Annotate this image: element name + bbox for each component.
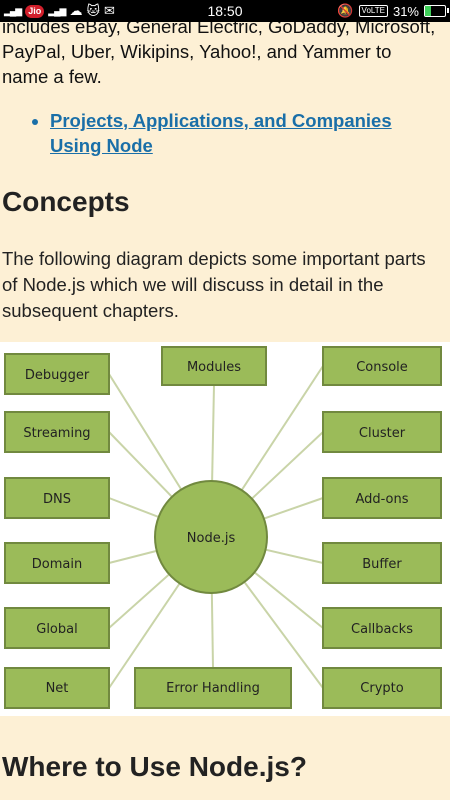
node-callbacks: Callbacks <box>322 607 442 649</box>
notification-icon: ☁ <box>69 3 83 18</box>
node-addons-label: Add-ons <box>355 492 408 507</box>
node-net: Net <box>4 667 110 709</box>
node-modules: Modules <box>161 346 267 386</box>
center-node <box>154 480 268 594</box>
battery-icon <box>424 5 449 17</box>
node-buffer-label: Buffer <box>362 557 402 572</box>
center-node-label: Node.js <box>187 531 236 546</box>
mute-icon: 🔕 <box>337 3 354 18</box>
node-crypto-label: Crypto <box>360 681 403 696</box>
node-console: Console <box>322 346 442 386</box>
node-error-handling-label: Error Handling <box>166 681 260 696</box>
status-left: ▂▄▆ Jio ▂▄▆ ☁ 🐱 ✉ <box>0 3 115 19</box>
battery-percent: 31% <box>392 3 419 19</box>
node-debugger-label: Debugger <box>25 368 90 383</box>
carrier-badge: Jio <box>25 4 45 18</box>
projects-link[interactable]: Projects, Applications, and Companies Us… <box>50 110 392 156</box>
mail-icon: ✉ <box>104 3 115 18</box>
node-console-label: Console <box>356 360 408 375</box>
diagram-svg: Node.js Debugger Modules Console Streami… <box>4 346 442 709</box>
node-domain: Domain <box>4 542 110 584</box>
node-debugger: Debugger <box>4 353 110 395</box>
node-net-label: Net <box>46 681 69 696</box>
battery-fill <box>425 6 432 16</box>
status-bar: ▂▄▆ Jio ▂▄▆ ☁ 🐱 ✉ 18:50 🔕 VoLTE 31% <box>0 0 450 22</box>
volte-badge: VoLTE <box>358 5 388 17</box>
node-modules-label: Modules <box>187 360 241 375</box>
concepts-paragraph: The following diagram depicts some impor… <box>2 248 426 321</box>
list-item: Projects, Applications, and Companies Us… <box>50 108 440 158</box>
node-domain-label: Domain <box>32 557 82 572</box>
node-cluster-label: Cluster <box>359 426 406 441</box>
where-heading: Where to Use Node.js? <box>2 751 307 782</box>
link-list: Projects, Applications, and Companies Us… <box>28 108 440 158</box>
signal-icon-2: ▂▄▆ <box>48 5 66 16</box>
node-global-label: Global <box>36 622 77 637</box>
signal-icon: ▂▄▆ <box>4 5 22 16</box>
nodejs-diagram: Node.js Debugger Modules Console Streami… <box>0 342 450 716</box>
cat-icon: 🐱 <box>86 3 101 18</box>
status-right: 🔕 VoLTE 31% <box>337 3 449 19</box>
node-global: Global <box>4 607 110 649</box>
node-streaming: Streaming <box>4 411 110 453</box>
node-addons: Add-ons <box>322 477 442 519</box>
node-crypto: Crypto <box>322 667 442 709</box>
node-dns: DNS <box>4 477 110 519</box>
concepts-heading: Concepts <box>2 186 130 217</box>
node-buffer: Buffer <box>322 542 442 584</box>
node-cluster: Cluster <box>322 411 442 453</box>
node-streaming-label: Streaming <box>23 426 90 441</box>
node-dns-label: DNS <box>43 492 71 507</box>
status-time: 18:50 <box>207 3 243 19</box>
node-error-handling: Error Handling <box>134 667 292 709</box>
node-callbacks-label: Callbacks <box>351 622 413 637</box>
